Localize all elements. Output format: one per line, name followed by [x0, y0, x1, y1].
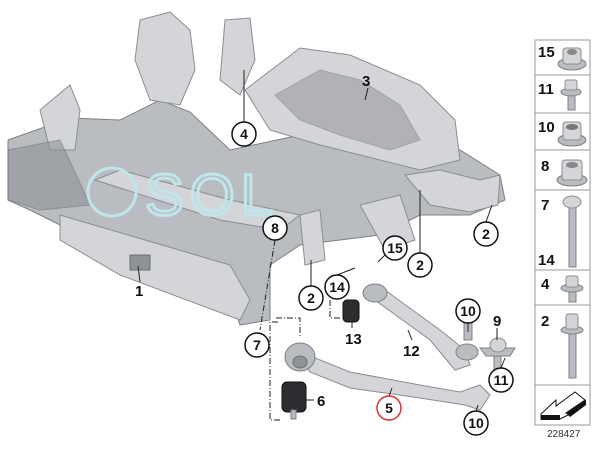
callout-14: 14 — [329, 279, 345, 295]
callout-2b: 2 — [416, 257, 424, 273]
bolt-4-icon — [560, 275, 584, 303]
callout-1: 1 — [135, 283, 143, 300]
callout-10a-circle — [455, 298, 481, 324]
callout-8-circle — [262, 215, 288, 241]
diagram-reference-number: 228427 — [547, 429, 581, 440]
bolt-11-icon — [560, 79, 582, 111]
sol-watermark: SOL — [86, 162, 279, 230]
callout-7: 7 — [253, 337, 261, 353]
fastener-panel-frame — [534, 39, 591, 426]
callout-14-circle — [324, 274, 350, 300]
fastener-label-8: 8 — [541, 158, 549, 175]
callout-9: 9 — [493, 313, 501, 330]
fastener-label-4: 4 — [541, 276, 550, 293]
callout-10b: 10 — [468, 415, 484, 431]
bolt-2-icon — [560, 313, 584, 379]
fastener-label-15: 15 — [538, 44, 555, 61]
callout-13: 13 — [345, 331, 362, 348]
flange-nut-8-icon — [556, 159, 588, 187]
callout-12: 12 — [403, 343, 420, 360]
watermark-text: SOL — [145, 163, 279, 228]
callout-8: 8 — [271, 220, 279, 236]
callout-5-highlighted-circle — [376, 395, 402, 421]
fastener-label-7: 7 — [541, 197, 549, 214]
callout-2a-circle — [298, 285, 324, 311]
callout-5: 5 — [385, 400, 393, 416]
callouts: 3 4 1 8 2 2 2 15 14 13 7 12 10 9 11 6 5 … — [135, 73, 514, 436]
callout-15: 15 — [387, 240, 403, 256]
fastener-label-2: 2 — [541, 313, 549, 330]
fastener-label-10: 10 — [538, 119, 555, 136]
callout-3: 3 — [362, 73, 370, 90]
control-arm-12-illustration — [362, 283, 479, 371]
callout-6: 6 — [317, 393, 325, 410]
bushing-13-illustration — [342, 299, 360, 323]
callout-2c-circle — [473, 221, 499, 247]
ball-joint-9-illustration — [479, 337, 516, 379]
bushing-6-illustration — [281, 381, 307, 420]
callout-15-circle — [382, 235, 408, 261]
flange-nut-15-icon — [557, 47, 587, 71]
flange-nut-10-icon — [557, 121, 587, 147]
callout-10b-circle — [463, 410, 489, 436]
callout-2c: 2 — [482, 226, 490, 242]
callout-2b-circle — [407, 252, 433, 278]
callout-10a: 10 — [460, 303, 476, 319]
callout-7-circle — [244, 332, 270, 358]
callout-2a: 2 — [307, 290, 315, 306]
callout-4: 4 — [240, 126, 248, 142]
direction-arrow-icon — [540, 391, 586, 420]
front-subframe-illustration — [7, 11, 506, 326]
fastener-label-11: 11 — [538, 81, 554, 98]
callout-11: 11 — [494, 372, 509, 388]
control-arm-5-illustration — [284, 342, 491, 411]
callout-4-circle — [231, 121, 257, 147]
leader-lines — [137, 70, 506, 421]
long-bolt-7-14-icon — [562, 195, 582, 268]
fastener-panel: 15 11 10 8 7 14 4 2 — [534, 39, 591, 426]
fastener-label-14: 14 — [538, 252, 555, 269]
callout-11-circle — [488, 367, 514, 393]
